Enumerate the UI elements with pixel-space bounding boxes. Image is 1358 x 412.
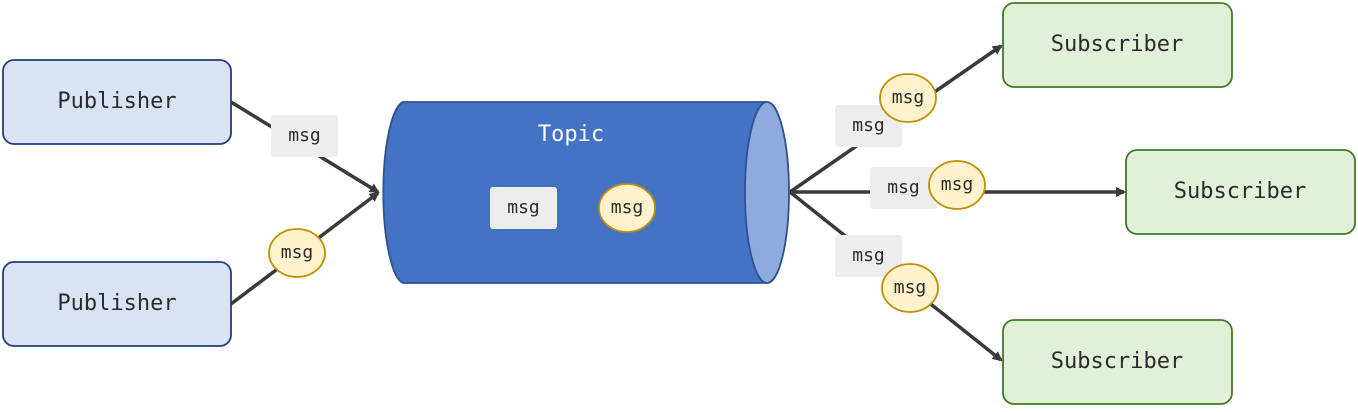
msg-tag-label: msg <box>852 115 885 136</box>
subscriber-label: Subscriber <box>1174 179 1306 204</box>
msg-bubble-label: msg <box>892 87 925 108</box>
msg-bubble: msg <box>268 228 326 278</box>
msg-tag: msg <box>870 167 937 209</box>
subscriber-box: Subscriber <box>1002 2 1233 88</box>
subscriber-label: Subscriber <box>1051 349 1183 374</box>
msg-tag: msg <box>490 187 557 229</box>
msg-bubble-label: msg <box>941 174 974 195</box>
msg-tag: msg <box>835 105 902 147</box>
topic-label: Topic <box>538 122 604 147</box>
msg-tag-label: msg <box>887 177 920 198</box>
msg-bubble: msg <box>879 73 937 123</box>
msg-tag-label: msg <box>507 197 540 218</box>
msg-bubble: msg <box>881 263 939 313</box>
topic-cylinder-end <box>744 101 790 284</box>
publisher-label: Publisher <box>57 291 176 316</box>
subscriber-label: Subscriber <box>1051 32 1183 57</box>
subscriber-box: Subscriber <box>1002 319 1233 405</box>
msg-bubble: msg <box>598 183 656 233</box>
msg-tag-label: msg <box>852 245 885 266</box>
subscriber-box: Subscriber <box>1125 149 1356 235</box>
msg-tag: msg <box>271 115 338 157</box>
topic-cylinder: Topic <box>382 101 790 284</box>
msg-bubble: msg <box>928 160 986 210</box>
msg-tag: msg <box>835 235 902 277</box>
publisher-label: Publisher <box>57 89 176 114</box>
msg-bubble-label: msg <box>281 242 314 263</box>
msg-tag-label: msg <box>288 125 321 146</box>
msg-bubble-label: msg <box>611 197 644 218</box>
publisher-box: Publisher <box>2 59 232 145</box>
msg-bubble-label: msg <box>894 277 927 298</box>
publisher-box: Publisher <box>2 261 232 347</box>
